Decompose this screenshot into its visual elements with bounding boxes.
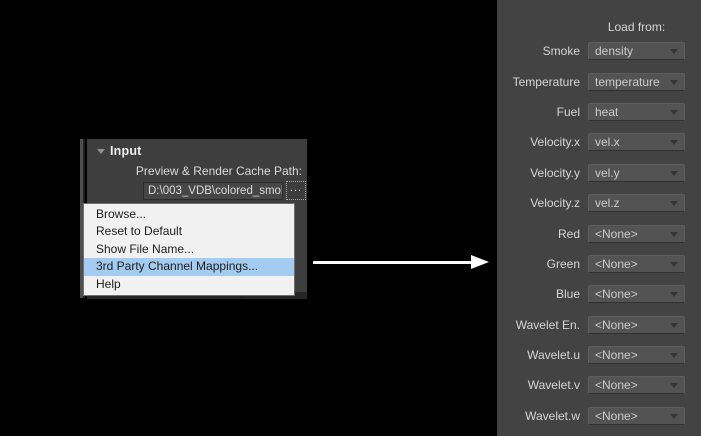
channel-dropdown[interactable]: <None> [588, 406, 685, 425]
channel-row: Green <None> [497, 249, 701, 279]
channel-row: Wavelet.v <None> [497, 370, 701, 400]
chevron-down-icon [670, 49, 678, 55]
rollout-header-input[interactable]: Input [87, 142, 307, 160]
channel-label: Wavelet.v [527, 378, 580, 393]
chevron-down-icon [670, 231, 678, 237]
channel-label: Wavelet.u [527, 348, 580, 363]
dropdown-selected-value: <None> [595, 317, 638, 332]
chevron-down-icon [670, 322, 678, 328]
context-menu-item[interactable]: 3rd Party Channel Mappings... [84, 258, 294, 276]
channel-row: Temperature temperature [497, 66, 701, 96]
channel-row: Velocity.x vel.x [497, 127, 701, 157]
channel-rows: Smoke density Temperature temperature Fu… [497, 36, 701, 431]
channel-dropdown[interactable]: <None> [588, 376, 685, 395]
channel-label: Velocity.x [530, 135, 580, 150]
channel-dropdown[interactable]: density [588, 42, 685, 61]
dropdown-selected-value: heat [595, 104, 619, 119]
channel-row: Wavelet.w <None> [497, 401, 701, 431]
chevron-down-icon [670, 261, 678, 267]
dropdown-selected-value: temperature [595, 74, 660, 89]
channel-row: Smoke density [497, 36, 701, 66]
channel-row: Red <None> [497, 218, 701, 248]
channel-label: Wavelet.w [525, 408, 580, 423]
channel-row: Fuel heat [497, 97, 701, 127]
chevron-down-icon [670, 109, 678, 115]
channel-label: Smoke [542, 44, 580, 59]
channel-row: Wavelet En. <None> [497, 310, 701, 340]
channel-label: Wavelet En. [515, 317, 580, 332]
channel-row: Velocity.z vel.z [497, 188, 701, 218]
channel-dropdown[interactable]: vel.x [588, 133, 685, 152]
load-from-label: Load from: [607, 20, 666, 34]
channel-label: Velocity.z [530, 196, 580, 211]
dropdown-selected-value: density [595, 44, 634, 59]
channel-label: Green [546, 256, 580, 271]
channel-row: Blue <None> [497, 279, 701, 309]
channel-dropdown[interactable]: vel.y [588, 163, 685, 182]
dropdown-selected-value: <None> [595, 408, 638, 423]
channel-dropdown[interactable]: <None> [588, 254, 685, 273]
browse-ellipsis-button[interactable]: ... [286, 181, 306, 200]
channel-dropdown[interactable]: heat [588, 102, 685, 121]
chevron-down-icon [670, 292, 678, 298]
channel-dropdown[interactable]: temperature [588, 72, 685, 91]
context-menu-item[interactable]: Help [96, 276, 121, 291]
context-menu-item[interactable]: Browse... [96, 207, 147, 221]
context-menu-item[interactable]: Reset to Default [96, 224, 183, 239]
chevron-down-icon [670, 79, 678, 85]
channel-label: Red [557, 226, 580, 241]
chevron-down-icon [670, 140, 678, 146]
channel-label: Velocity.y [530, 165, 580, 180]
dropdown-selected-value: <None> [595, 256, 638, 271]
dropdown-selected-value: vel.x [595, 135, 620, 150]
right-arrow-line [313, 261, 473, 264]
channel-row: Velocity.y vel.y [497, 158, 701, 188]
context-menu-item[interactable]: Show File Name... [96, 241, 195, 256]
dropdown-selected-value: <None> [595, 378, 638, 393]
channel-label: Fuel [556, 104, 580, 119]
dropdown-selected-value: vel.z [595, 196, 620, 211]
channel-dropdown[interactable]: <None> [588, 315, 685, 334]
channel-mappings-panel: Load from: Smoke density Temperature tem… [497, 0, 701, 436]
rollout-title: Input [110, 144, 142, 158]
channel-dropdown[interactable]: <None> [588, 285, 685, 304]
channel-label: Temperature [512, 74, 580, 89]
channel-dropdown[interactable]: vel.z [588, 194, 685, 213]
cache-path-label: Preview & Render Cache Path: [135, 164, 302, 178]
dropdown-selected-value: vel.y [595, 165, 620, 180]
channel-dropdown[interactable]: <None> [588, 224, 685, 243]
channel-label: Blue [555, 287, 580, 302]
channel-row: Wavelet.u <None> [497, 340, 701, 370]
dropdown-selected-value: <None> [595, 287, 638, 302]
rollout-expand-triangle-icon [97, 149, 105, 154]
chevron-down-icon [670, 170, 678, 176]
chevron-down-icon [670, 383, 678, 389]
cache-path-field[interactable]: D:\003_VDB\colored_smok [143, 182, 283, 200]
dropdown-selected-value: <None> [595, 348, 638, 363]
channel-dropdown[interactable]: <None> [588, 346, 685, 365]
right-arrow-head-icon [471, 255, 489, 269]
chevron-down-icon [670, 353, 678, 359]
dropdown-selected-value: <None> [595, 226, 638, 241]
chevron-down-icon [670, 413, 678, 419]
chevron-down-icon [670, 201, 678, 207]
